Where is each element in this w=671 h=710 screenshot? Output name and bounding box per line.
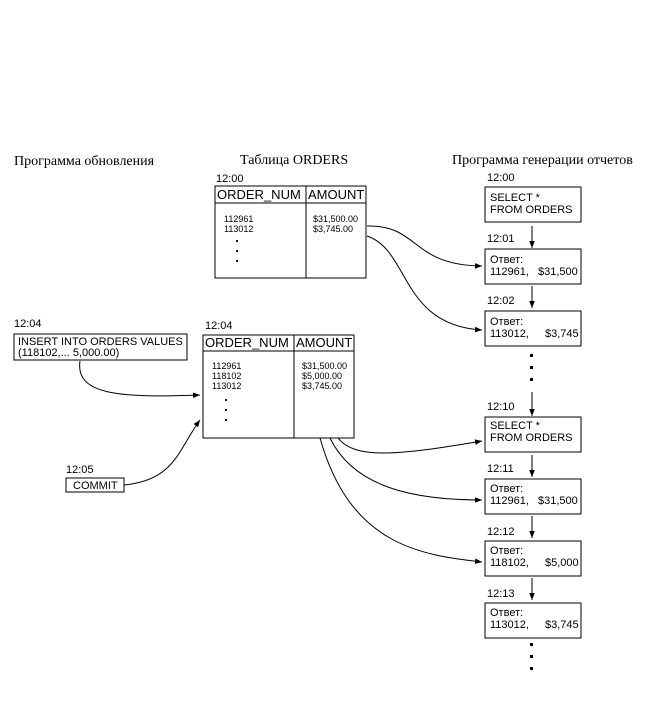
report-column: 12:00 SELECT * FROM ORDERS 12:01 Ответ: … bbox=[484, 172, 582, 670]
report-step-1-time: 12:00 bbox=[487, 172, 515, 184]
table-1204-to-answer-2-arrow bbox=[319, 437, 483, 564]
report-step-2-num: 112961, bbox=[490, 266, 529, 278]
table-1204-frame bbox=[202, 334, 355, 439]
table-1200-to-answer-2-arrow bbox=[366, 235, 483, 333]
table-1200-to-answer-1-arrow bbox=[366, 225, 483, 269]
table-1204-to-answer-1-arrow bbox=[329, 437, 483, 503]
table-1204-time: 12:04 bbox=[205, 320, 233, 332]
table-1204-col-amount: AMOUNT bbox=[296, 335, 352, 350]
report-step-1-box bbox=[484, 186, 582, 223]
insert-statement-line-2: (118102,... 5,000.00) bbox=[18, 347, 119, 359]
report-ellipsis-1 bbox=[530, 354, 533, 381]
report-step-2-amount: $31,500 bbox=[538, 266, 578, 278]
table-1200-ellipsis bbox=[235, 239, 239, 263]
report-step-4-box bbox=[484, 416, 582, 453]
report-step-5-box bbox=[484, 478, 582, 515]
insert-statement-box bbox=[13, 333, 188, 361]
report-step-1-line-1: SELECT * bbox=[490, 192, 541, 204]
table-1200-col-amount: AMOUNT bbox=[308, 187, 364, 202]
report-program-heading: Программа генерации отчетов bbox=[452, 153, 633, 168]
report-step-7-line-1: Ответ: bbox=[490, 607, 523, 619]
orders-table-1204: 12:04 ORDER_NUM AMOUNT 112961 $31,500.00… bbox=[202, 320, 355, 439]
orders-table-heading: Таблица ORDERS bbox=[240, 153, 348, 168]
report-step-3-amount: $3,745 bbox=[545, 328, 579, 340]
commit-label: COMMIT bbox=[73, 480, 118, 492]
table-1200-row-2-num: 113012 bbox=[224, 224, 253, 234]
insert-time: 12:04 bbox=[14, 318, 42, 330]
table-1204-row-1-amount: $31,500.00 bbox=[302, 361, 347, 371]
report-ellipsis-2 bbox=[530, 643, 533, 670]
report-step-3-time: 12:02 bbox=[487, 295, 515, 307]
table-1204-row-1-num: 112961 bbox=[212, 361, 241, 371]
report-step-5-time: 12:11 bbox=[487, 463, 514, 475]
report-step-1-line-2: FROM ORDERS bbox=[490, 204, 573, 216]
report-step-3-line-1: Ответ: bbox=[490, 316, 523, 328]
table-1204-row-3-amount: $3,745.00 bbox=[302, 381, 342, 391]
report-step-5-line-1: Ответ: bbox=[490, 483, 523, 495]
report-step-7-amount: $3,745 bbox=[545, 619, 579, 631]
table-1200-col-order-num: ORDER_NUM bbox=[217, 187, 301, 202]
report-step-5-num: 112961, bbox=[490, 495, 529, 507]
table-1200-row-1-amount: $31,500.00 bbox=[313, 214, 358, 224]
table-1204-row-2-amount: $5,000.00 bbox=[302, 371, 342, 381]
report-step-6-num: 118102, bbox=[490, 557, 529, 569]
report-step-6-amount: $5,000 bbox=[545, 557, 579, 569]
insert-statement-line-1: INSERT INTO ORDERS VALUES bbox=[18, 336, 183, 348]
orders-table-1200: 12:00 ORDER_NUM AMOUNT 112961 $31,500.00… bbox=[214, 173, 367, 279]
report-step-3-num: 113012, bbox=[490, 328, 529, 340]
report-step-2-time: 12:01 bbox=[487, 233, 515, 245]
report-step-7-box bbox=[484, 602, 582, 639]
table-1200-time: 12:00 bbox=[216, 173, 244, 185]
report-step-6-line-1: Ответ: bbox=[490, 545, 523, 557]
update-program-heading: Программа обновления bbox=[14, 154, 155, 169]
insert-to-table-arrow bbox=[79, 360, 201, 399]
commit-time: 12:05 bbox=[66, 464, 94, 476]
table-1200-row-2-amount: $3,745.00 bbox=[313, 224, 353, 234]
commit-to-table-arrow bbox=[123, 419, 201, 486]
table-1204-ellipsis bbox=[224, 398, 228, 422]
report-step-3-box bbox=[484, 310, 582, 347]
table-1200-frame bbox=[214, 185, 367, 279]
report-step-2-line-1: Ответ: bbox=[490, 254, 523, 266]
report-step-7-num: 113012, bbox=[490, 619, 529, 631]
table-1204-row-3-num: 113012 bbox=[212, 381, 241, 391]
table-1204-row-2-num: 118102 bbox=[212, 371, 241, 381]
report-step-4-time: 12:10 bbox=[487, 401, 515, 413]
update-program: 12:04 INSERT INTO ORDERS VALUES (118102,… bbox=[13, 318, 188, 493]
report-step-6-box bbox=[484, 540, 582, 577]
table-1200-row-1-num: 112961 bbox=[224, 214, 253, 224]
table-1204-to-select-arrow bbox=[337, 437, 483, 454]
report-step-7-time: 12:13 bbox=[487, 588, 515, 600]
report-step-4-line-1: SELECT * bbox=[490, 420, 541, 432]
report-step-6-time: 12:12 bbox=[487, 526, 515, 538]
report-step-2-box bbox=[484, 248, 582, 285]
table-1204-col-order-num: ORDER_NUM bbox=[205, 335, 289, 350]
report-step-5-amount: $31,500 bbox=[538, 495, 578, 507]
report-step-4-line-2: FROM ORDERS bbox=[490, 432, 573, 444]
